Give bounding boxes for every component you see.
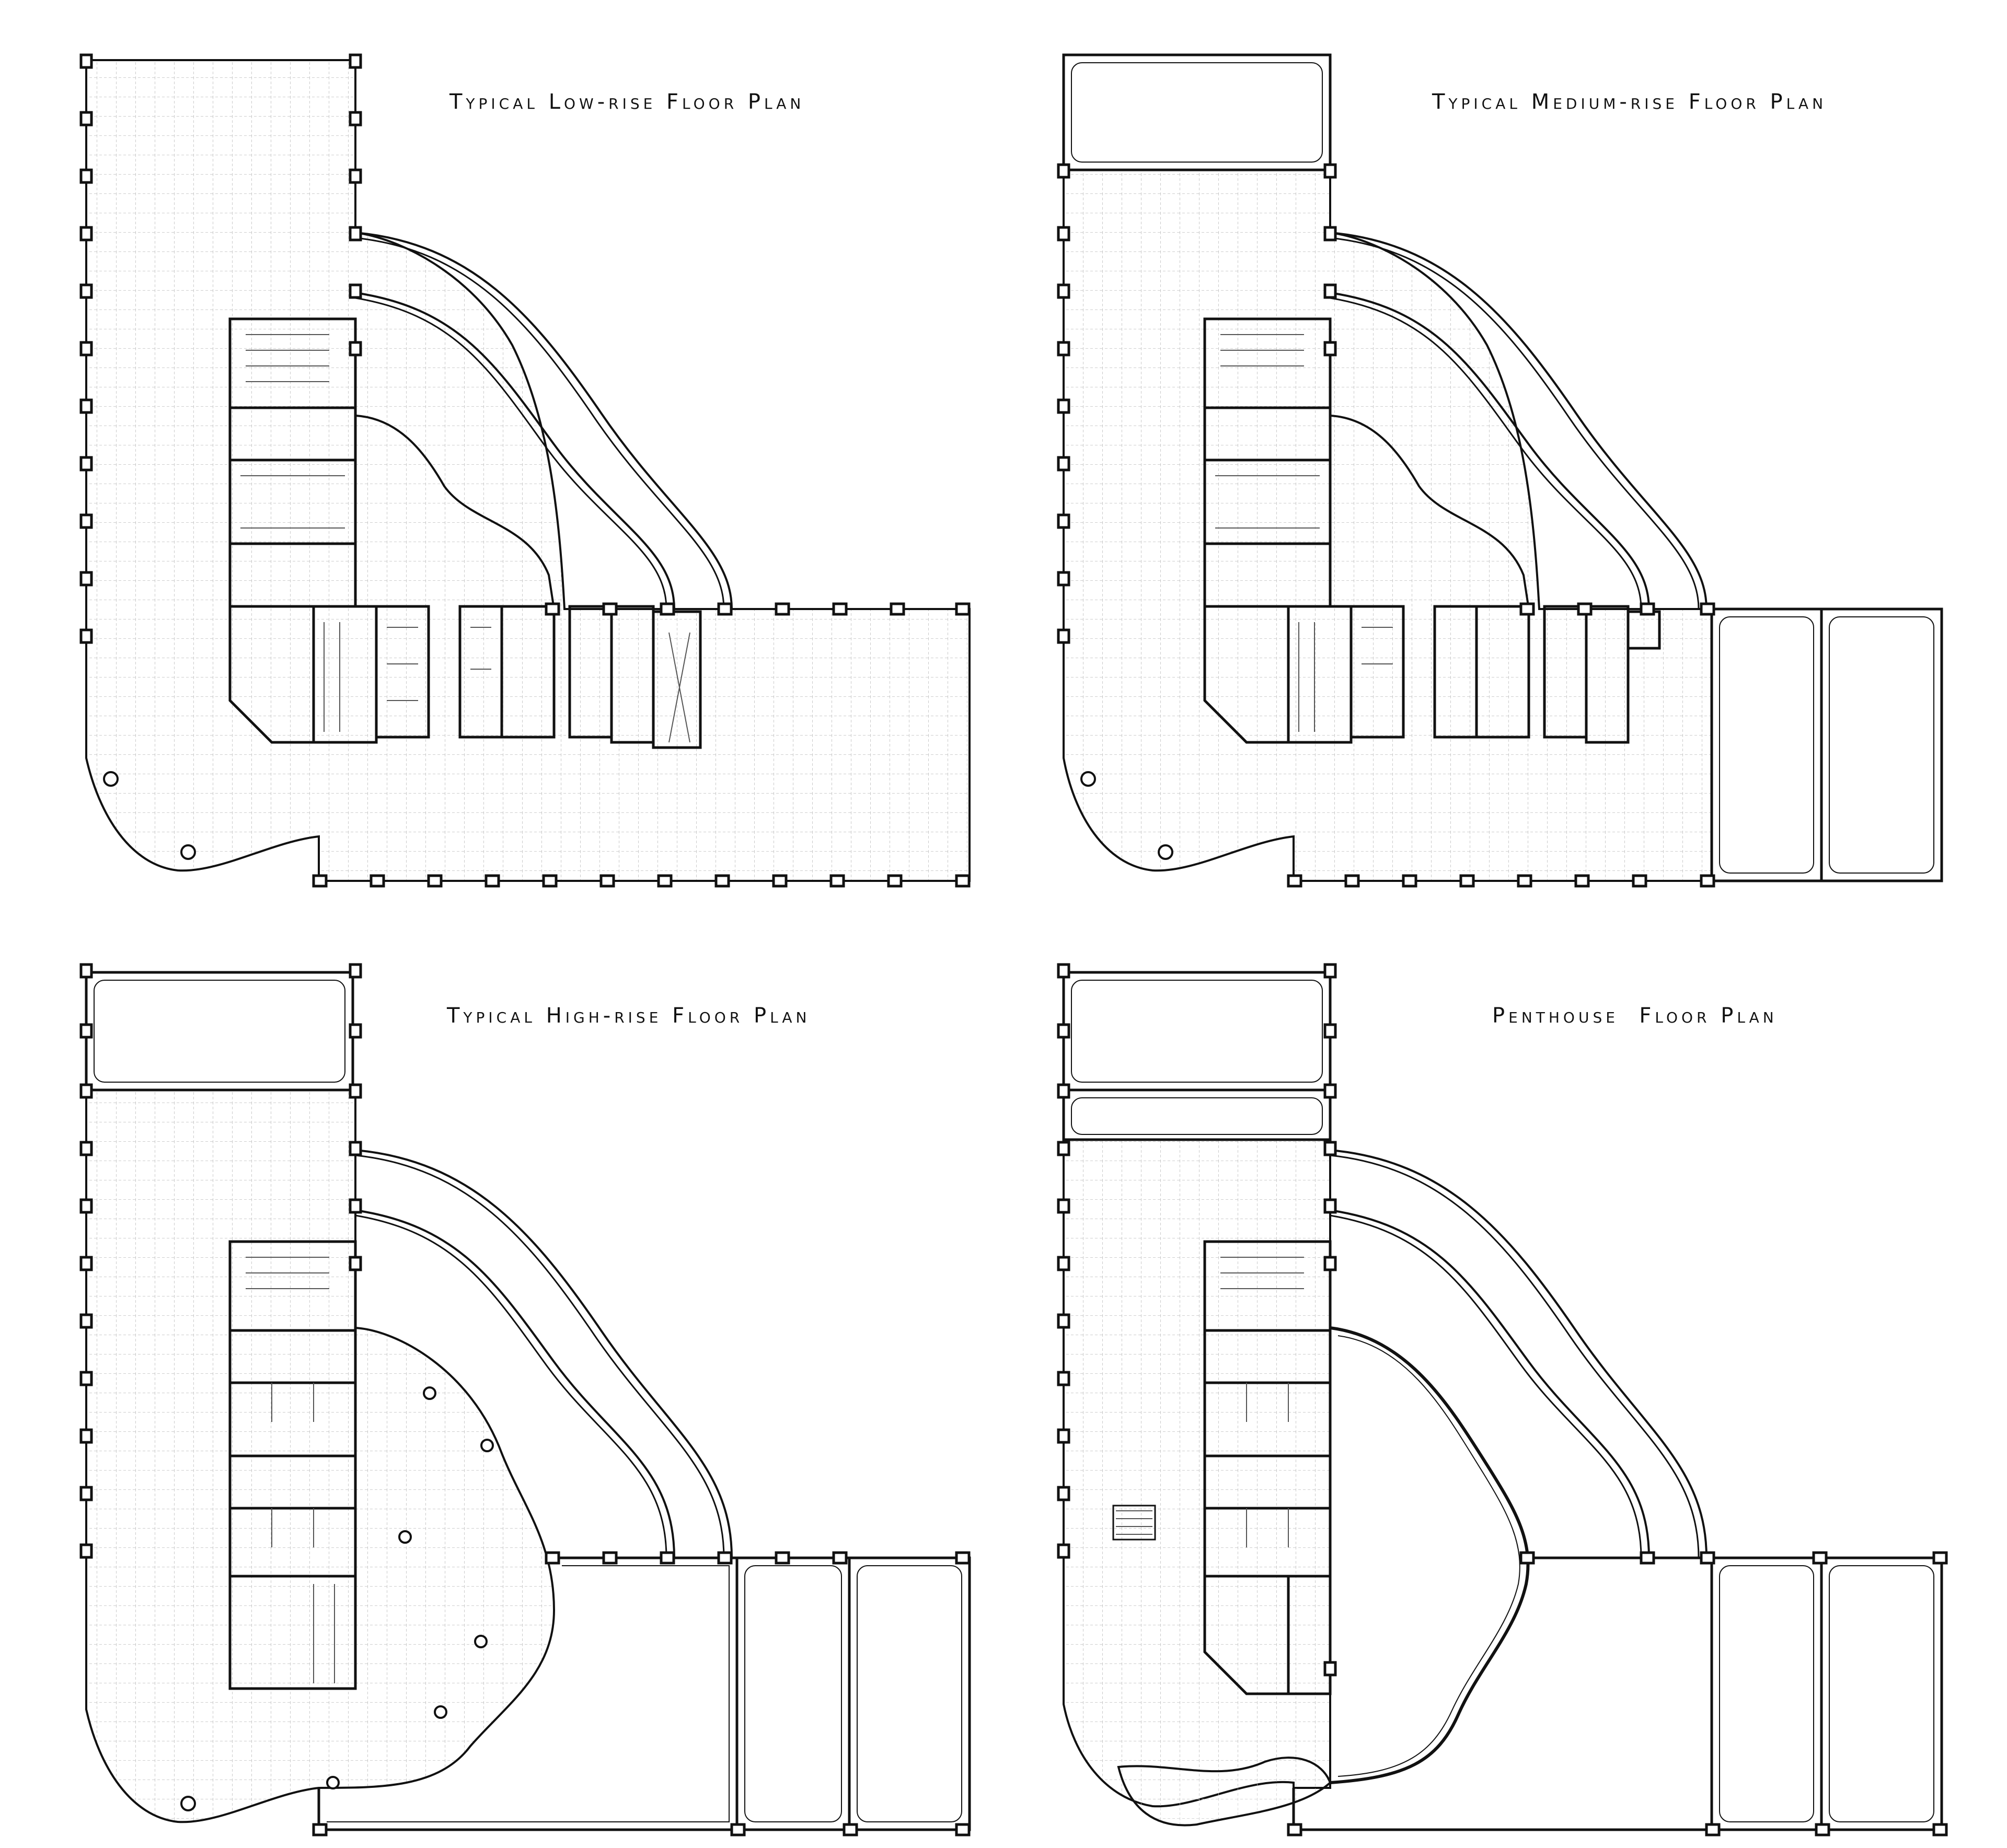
high-rise-floor-plan: Typical High-rise Floor Plan [79, 963, 971, 1836]
penthouse-bottom-balcony [1117, 1757, 1332, 1827]
low-columns [79, 53, 971, 888]
penthouse-floor-plate [1063, 1139, 1331, 1808]
low-facade-curve-inner-2 [355, 297, 667, 610]
low-core-details [240, 334, 690, 743]
penthouse-curved-terrace [1330, 1326, 1530, 1784]
penthouse-stair [1112, 1505, 1156, 1541]
plan-title-low: Typical Low-rise Floor Plan [449, 90, 804, 114]
penthouse-columns [1057, 963, 1948, 1836]
low-facade-curve-outer [355, 232, 733, 610]
plan-title-penthouse: Penthouse Floor Plan [1492, 1004, 1778, 1028]
medium-core [1203, 317, 1661, 744]
low-lobby-curve [355, 415, 555, 610]
high-core [228, 1240, 357, 1690]
high-columns [79, 963, 971, 1836]
low-core [228, 317, 702, 749]
low-facade-curve-inner [355, 292, 675, 610]
plan-title-medium: Typical Medium-rise Floor Plan [1432, 90, 1827, 114]
medium-floor-plate [1063, 169, 1713, 882]
low-round-columns [103, 771, 196, 860]
high-top-terrace [85, 971, 354, 1092]
penthouse-core [1203, 1240, 1332, 1695]
low-floor-plate [85, 59, 971, 882]
penthouse-floor-plan: Penthouse Floor Plan [1057, 963, 1948, 1836]
medium-right-terrace [1710, 607, 1943, 882]
low-facade-curve-outer-2 [355, 237, 725, 610]
high-round-columns [180, 1386, 494, 1811]
medium-columns [1057, 163, 1715, 888]
medium-top-terrace [1062, 53, 1332, 171]
plan-title-high: Typical High-rise Floor Plan [446, 1004, 810, 1028]
low-rise-floor-plan: Typical Low-rise Floor Plan [79, 53, 971, 888]
medium-rise-floor-plan: Typical Medium-rise Floor Plan [1057, 53, 1943, 888]
